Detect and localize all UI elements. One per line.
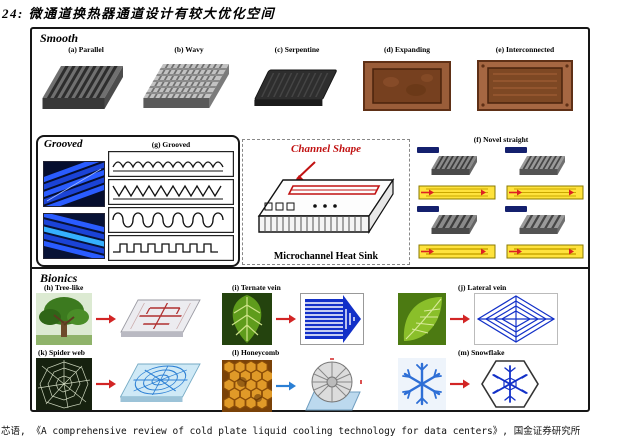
panel-expanding: (d) Expanding (354, 45, 460, 114)
lateral-leaf-photo (398, 293, 446, 345)
panel-tree-like: (h) Tree-like (36, 283, 204, 345)
novel-straight-box: (f) Novel straight (414, 135, 588, 265)
expanding-plate-image (363, 61, 451, 111)
panel-caption-spider-web: (k) Spider web (38, 348, 85, 357)
novel-straight-case-1 (415, 147, 499, 204)
panel-lateral-vein: (j) Lateral vein (398, 283, 558, 345)
panel-caption-interconnected: (e) Interconnected (495, 45, 555, 54)
panel-caption-grooved: (g) Grooved (151, 140, 191, 149)
snowflake-channel-diagram (481, 360, 539, 408)
case-channel-diagram (418, 185, 496, 200)
figure-title: 24: 微通道换热器通道设计有较大优化空间 (2, 6, 276, 21)
panel-caption-wavy: (b) Wavy (174, 45, 204, 54)
panel-caption-honeycomb: (l) Honeycomb (232, 348, 280, 357)
groove-profile-zigzag (108, 179, 234, 205)
arrow-icon (276, 381, 296, 391)
bionics-section: Bionics (h) Tree-like (32, 267, 588, 412)
snowflake-photo (398, 358, 446, 410)
ternate-leaf-photo (222, 293, 272, 345)
panel-interconnected: (e) Interconnected (462, 45, 588, 114)
grooved-channel-render-1 (43, 161, 105, 207)
panel-spider-web: (k) Spider web (36, 348, 204, 410)
case-block-image (431, 215, 477, 234)
novel-straight-case-2 (503, 147, 587, 204)
spider-web-photo (36, 358, 92, 410)
panel-ternate-vein: (i) Ternate vein (222, 283, 364, 345)
panel-caption-novel-straight: (f) Novel straight (473, 135, 529, 144)
microchannel-heat-sink-sketch (257, 161, 395, 235)
case-block-image (519, 156, 565, 175)
interconnected-plate-image (477, 60, 573, 111)
case-label-chip (505, 147, 527, 153)
lateral-vein-channel-diagram (474, 293, 558, 345)
tree-photo (36, 293, 92, 345)
panel-caption-expanding: (d) Expanding (383, 45, 431, 54)
grooved-channel-render-2 (43, 213, 105, 259)
channel-shape-label: Channel Shape (291, 143, 361, 155)
novel-straight-case-3 (415, 206, 499, 263)
heat-sink-center-box: Channel Shape Microchannel Heat Sink (242, 139, 410, 265)
novel-straight-case-4 (503, 206, 587, 263)
source-citation: 芯语, 《A comprehensive review of cold plat… (1, 426, 581, 437)
groove-profile-square (108, 235, 234, 261)
arrow-icon (450, 379, 470, 389)
panel-caption-tree-like: (h) Tree-like (44, 283, 84, 292)
panel-caption-parallel: (a) Parallel (68, 45, 104, 54)
section-label-grooved: Grooved (44, 138, 83, 150)
case-block-image (431, 156, 477, 175)
serpentine-plate-image (254, 69, 337, 106)
case-label-chip (417, 147, 439, 153)
panel-caption-serpentine: (c) Serpentine (274, 45, 320, 54)
panel-caption-snowflake: (m) Snowflake (458, 348, 505, 357)
case-channel-diagram (506, 185, 584, 200)
groove-profile-round (108, 207, 234, 233)
honeycomb-photo (222, 360, 272, 412)
arrow-icon (450, 314, 470, 324)
arrow-icon (276, 314, 296, 324)
panel-honeycomb: (l) Honeycomb (222, 348, 366, 414)
tree-like-channel-plate (120, 299, 201, 337)
case-channel-diagram (506, 244, 584, 259)
case-block-image (519, 215, 565, 234)
arrow-icon (96, 379, 116, 389)
panel-snowflake: (m) Snowflake (398, 348, 546, 410)
case-label-chip (417, 206, 439, 212)
spider-web-channel-plate (120, 363, 201, 402)
section-label-bionics: Bionics (40, 271, 78, 285)
panel-caption-lateral-vein: (j) Lateral vein (458, 283, 507, 292)
section-label-smooth: Smooth (40, 31, 79, 45)
arrow-icon (96, 314, 116, 324)
wavy-channels-image (143, 64, 229, 108)
heat-sink-label: Microchannel Heat Sink (273, 251, 379, 262)
figure-panel: Smooth (a) Parallel (b) Wavy (c) Serpent… (30, 27, 590, 412)
case-channel-diagram (418, 244, 496, 259)
parallel-channels-image (42, 66, 123, 109)
groove-profile-sine (108, 151, 234, 177)
panel-caption-ternate-vein: (i) Ternate vein (232, 283, 281, 292)
panel-wavy: (b) Wavy (136, 45, 242, 118)
case-label-chip (505, 206, 527, 212)
panel-parallel: (a) Parallel (38, 45, 134, 118)
panel-serpentine: (c) Serpentine (246, 45, 348, 118)
honeycomb-disc-diagram (305, 358, 362, 411)
grooved-section-box: Grooved (g) Grooved (36, 135, 240, 267)
ternate-vein-channel-diagram (300, 293, 364, 345)
